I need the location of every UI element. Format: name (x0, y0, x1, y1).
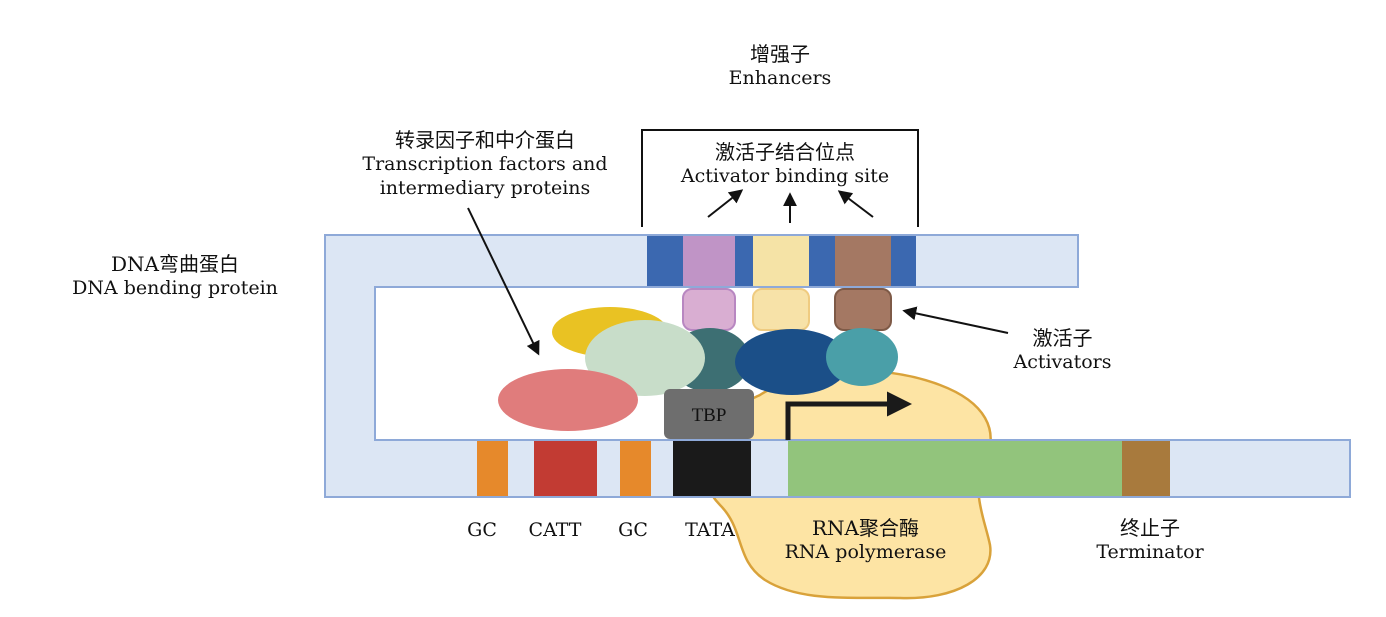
catt-box (534, 441, 597, 496)
enhancer-block (647, 236, 683, 286)
terminator-block (1122, 441, 1170, 496)
factor-palegreen (585, 320, 705, 396)
activators-label: 激活子 Activators (1000, 326, 1125, 374)
enhancer-block (735, 236, 753, 286)
enhancers-label-zh: 增强子 (750, 42, 810, 66)
transcription-factors-label-zh: 转录因子和中介蛋白 (395, 128, 575, 152)
gc-box-1 (477, 441, 508, 496)
rna-polymerase-label-en: RNA polymerase (784, 541, 947, 563)
factor-pink (498, 369, 638, 431)
enhancer-block (835, 236, 891, 286)
rna-polymerase-label-zh: RNA聚合酶 (811, 516, 919, 540)
activators-label-zh: 激活子 (1032, 326, 1093, 350)
activator-yellow (752, 288, 810, 331)
terminator-label-en: Terminator (1096, 541, 1204, 563)
activators-pointer-arrow (902, 306, 1009, 334)
gc-label-2: GC (618, 519, 648, 541)
tbp-box (664, 389, 754, 439)
dna-bending-label-en: DNA bending protein (72, 277, 278, 299)
enhancer-block (753, 236, 809, 286)
binding-arrow-right (837, 190, 874, 218)
activators-label-en: Activators (1013, 351, 1112, 373)
dna-bending-label-zh: DNA弯曲蛋白 (111, 252, 239, 276)
terminator-label: 终止子 Terminator (1090, 516, 1210, 564)
activator-site-label-en: Activator binding site (680, 165, 890, 187)
activator-purple (682, 288, 736, 331)
factor-navy (735, 329, 849, 395)
enhancer-block (891, 236, 916, 286)
enhancer-bracket (641, 129, 919, 227)
terminator-label-zh: 终止子 (1120, 516, 1180, 540)
enhancer-region (647, 236, 916, 286)
enhancer-block (809, 236, 835, 286)
tata-box (673, 441, 751, 496)
factors-pointer-arrow (467, 207, 540, 356)
gc-box-2 (620, 441, 651, 496)
transcription-factors-label-en2: intermediary proteins (379, 177, 591, 199)
enhancers-label: 增强子 Enhancers (700, 42, 860, 90)
transcription-factors-label: 转录因子和中介蛋白 Transcription factors and inte… (340, 128, 630, 200)
catt-label: CATT (528, 519, 582, 541)
binding-arrow-left (707, 189, 744, 218)
transcription-factors-label-en1: Transcription factors and (362, 153, 608, 175)
activator-brown (834, 288, 892, 331)
activator-site-label-zh: 激活子结合位点 (715, 140, 855, 164)
factor-teal (826, 328, 898, 386)
dna-bending-label: DNA弯曲蛋白 DNA bending protein (60, 252, 290, 300)
gc-label-1: GC (467, 519, 497, 541)
tata-label: TATA (685, 519, 735, 541)
rna-polymerase-label: RNA聚合酶 RNA polymerase (778, 516, 953, 564)
transcription-start-arrow (785, 391, 912, 440)
enhancers-label-en: Enhancers (728, 67, 832, 89)
tbp-label: TBP (692, 405, 727, 426)
activator-site-label: 激活子结合位点 Activator binding site (660, 140, 910, 188)
coding-region (788, 441, 1122, 496)
promoter-elements (477, 441, 1170, 496)
enhancer-block (683, 236, 735, 286)
